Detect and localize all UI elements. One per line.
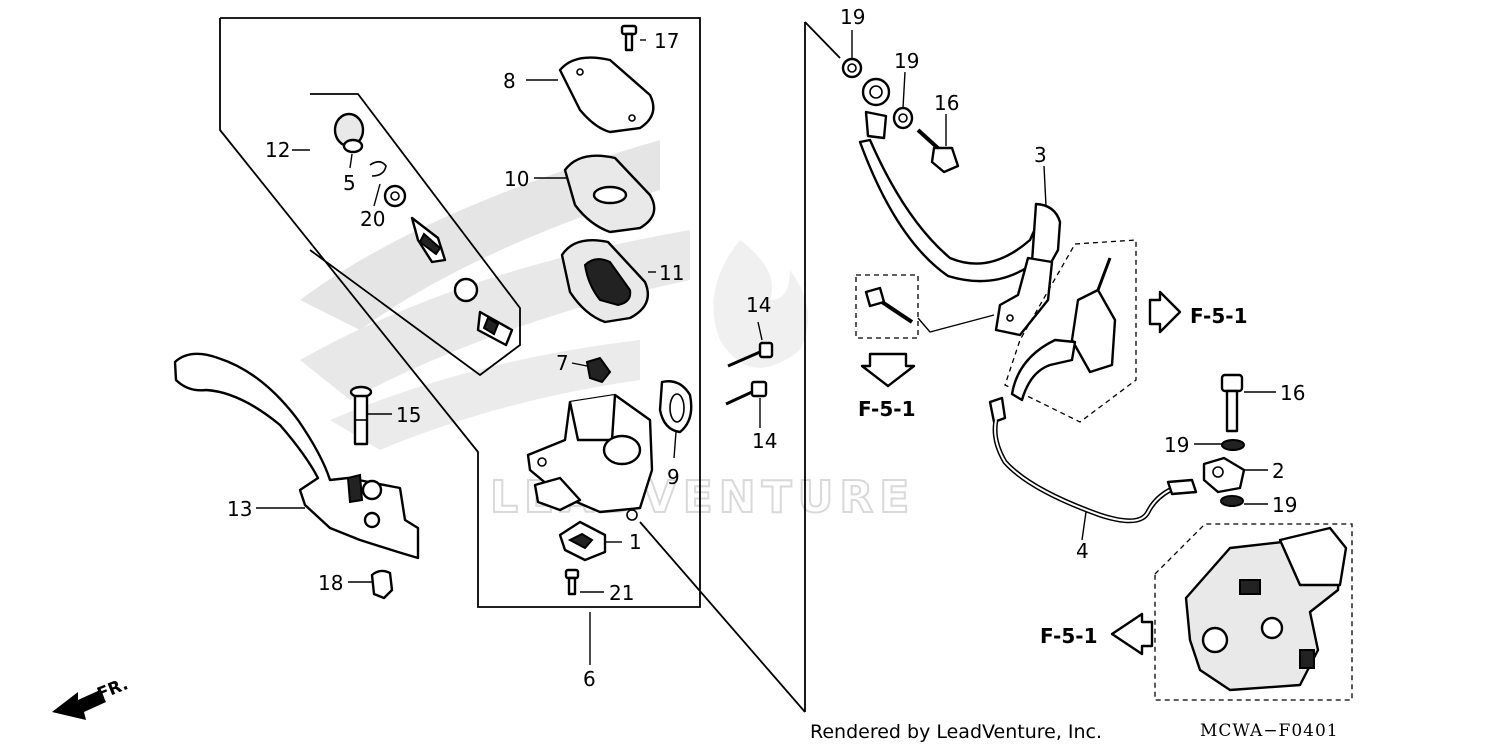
piston-kit-frame bbox=[309, 93, 521, 377]
callout-6: 6 bbox=[583, 667, 596, 691]
callout-21: 21 bbox=[609, 581, 634, 605]
brake-lever-13 bbox=[173, 352, 420, 560]
callout-19-right-lower: 19 bbox=[1272, 493, 1297, 517]
callout-14-lower: 14 bbox=[752, 429, 777, 453]
diaphragm-11 bbox=[560, 238, 650, 324]
hose-joint-dashed-box bbox=[1004, 239, 1137, 423]
credit-text: Rendered by LeadVenture, Inc. bbox=[810, 721, 1102, 743]
callout-8: 8 bbox=[503, 69, 516, 93]
screw-17 bbox=[620, 24, 638, 52]
washer-19-lower-right bbox=[1220, 495, 1244, 507]
diagram-code: MCWA−F0401 bbox=[1200, 721, 1339, 741]
ref-arrow-left bbox=[1110, 612, 1154, 656]
ref-label-modulator: F-5-1 bbox=[1040, 624, 1097, 648]
callout-10: 10 bbox=[504, 167, 529, 191]
boot-9 bbox=[658, 380, 693, 434]
brake-pipe-4 bbox=[988, 396, 1198, 524]
bolt-14-lower bbox=[725, 380, 768, 406]
callout-19-mid: 19 bbox=[894, 49, 919, 73]
washer-19-top-hole bbox=[847, 63, 857, 73]
washer-19-mid bbox=[892, 106, 914, 130]
callout-13: 13 bbox=[227, 497, 252, 521]
leader-lines bbox=[256, 30, 1276, 665]
fr-label: FR. bbox=[94, 674, 131, 704]
washer-19-upper-right bbox=[1221, 439, 1245, 451]
stop-switch-1 bbox=[558, 520, 607, 562]
brake-hose-3 bbox=[858, 77, 1062, 337]
ref-label-bottom: F-5-1 bbox=[858, 397, 915, 421]
callout-7: 7 bbox=[556, 351, 569, 375]
bolt-in-dashed-box bbox=[855, 274, 919, 339]
piston-set-12 bbox=[333, 112, 514, 347]
callout-3: 3 bbox=[1034, 143, 1047, 167]
callout-5: 5 bbox=[343, 171, 356, 195]
callout-19-top: 19 bbox=[840, 5, 865, 29]
callout-16-top: 16 bbox=[934, 91, 959, 115]
pivot-bolt-15 bbox=[349, 385, 373, 446]
bolt-16-top bbox=[916, 128, 960, 174]
callout-labels: 17 8 10 11 12 5 20 7 9 14 14 15 13 18 1 … bbox=[227, 5, 1305, 691]
callout-2: 2 bbox=[1272, 459, 1285, 483]
reservoir-cap-8 bbox=[558, 56, 655, 134]
frame-leader-top bbox=[804, 21, 841, 59]
callout-1: 1 bbox=[629, 530, 642, 554]
ref-label-right: F-5-1 bbox=[1190, 304, 1247, 328]
washer-19-mid-hole bbox=[898, 113, 908, 123]
callout-14-upper: 14 bbox=[746, 293, 771, 317]
ref-arrow-down bbox=[860, 352, 916, 388]
diaphragm-plate-10 bbox=[563, 154, 656, 234]
callout-18: 18 bbox=[318, 571, 343, 595]
abs-modulator-box bbox=[1154, 523, 1353, 701]
callout-12: 12 bbox=[265, 138, 290, 162]
screw-21 bbox=[564, 568, 580, 596]
callout-19-right-upper: 19 bbox=[1164, 433, 1189, 457]
frame-leader-bottom bbox=[639, 521, 806, 713]
banjo-2 bbox=[1202, 456, 1246, 494]
callout-16-lower: 16 bbox=[1280, 381, 1305, 405]
callout-11: 11 bbox=[659, 261, 684, 285]
nut-18 bbox=[370, 569, 394, 600]
callout-4: 4 bbox=[1076, 539, 1089, 563]
bolt-14-upper bbox=[727, 341, 774, 368]
flame-logo bbox=[713, 240, 808, 368]
washer-19-top bbox=[841, 57, 863, 79]
assembly-frame-left bbox=[219, 17, 701, 608]
bolt-16-lower bbox=[1220, 373, 1244, 433]
callout-15: 15 bbox=[396, 403, 421, 427]
front-direction-indicator: FR. bbox=[52, 674, 131, 720]
master-cylinder-6 bbox=[526, 393, 654, 521]
leader-bolt-bracket bbox=[917, 314, 995, 333]
clip-7 bbox=[585, 356, 612, 384]
ref-arrow-right bbox=[1148, 290, 1182, 334]
callout-17: 17 bbox=[654, 29, 679, 53]
callout-20: 20 bbox=[360, 207, 385, 231]
callout-9: 9 bbox=[667, 465, 680, 489]
